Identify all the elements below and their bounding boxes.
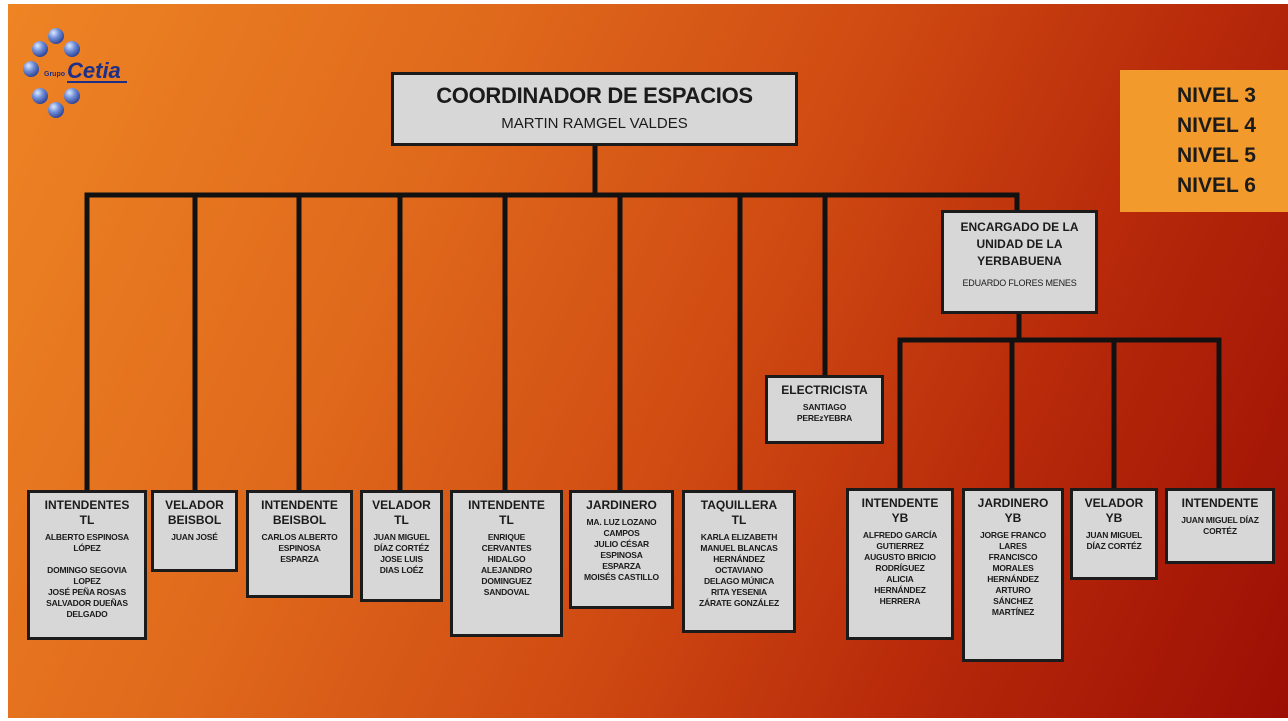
- box-velador-tl: VELADOR TL JUAN MIGUEL DÍAZ CORTÉZ JOSE …: [360, 490, 443, 602]
- box-name: JUAN MIGUEL DÍAZ CORTÉZ: [1181, 515, 1259, 536]
- box-name: JORGE FRANCO LARES FRANCISCO MORALES HER…: [979, 530, 1047, 617]
- box-name: KARLA ELIZABETH MANUEL BLANCAS HERNÁNDEZ…: [699, 532, 779, 608]
- level-label: NIVEL 6: [1177, 174, 1256, 197]
- box-title: VELADOR TL: [372, 498, 431, 527]
- box-intendente-right: INTENDENTE JUAN MIGUEL DÍAZ CORTÉZ: [1165, 488, 1275, 564]
- box-title: VELADOR YB: [1084, 496, 1144, 525]
- box-title: INTENDENTE BEISBOL: [261, 498, 338, 527]
- box-title: VELADOR BEISBOL: [165, 498, 224, 527]
- box-name: JUAN JOSÉ: [171, 532, 218, 542]
- box-electricista: ELECTRICISTA SANTIAGO PEREzYEBRA: [765, 375, 884, 444]
- box-name: JUAN MIGUEL DÍAZ CORTÉZ: [1085, 530, 1143, 551]
- level-label: NIVEL 5: [1177, 144, 1256, 167]
- box-title: INTENDENTE YB: [861, 496, 939, 525]
- box-name: EDUARDO FLORES MENES: [962, 278, 1077, 288]
- box-taquillera-tl: TAQUILLERA TL KARLA ELIZABETH MANUEL BLA…: [682, 490, 796, 633]
- box-name: MARTIN RAMGEL VALDES: [501, 115, 688, 132]
- box-name: ALFREDO GARCÍA GUTIERREZ AUGUSTO BRICIO …: [862, 530, 938, 606]
- box-coordinador-de-espacios: COORDINADOR DE ESPACIOS MARTIN RAMGEL VA…: [391, 72, 798, 146]
- logo-small-text: Grupo: [44, 71, 65, 78]
- level-label: NIVEL 3: [1177, 84, 1256, 107]
- grupo-cetia-logo: Grupo Cetia: [23, 28, 127, 118]
- box-title: INTENDENTE: [1181, 496, 1259, 510]
- box-jardinero: JARDINERO MA. LUZ LOZANO CAMPOS JULIO CÉ…: [569, 490, 674, 609]
- box-title: ELECTRICISTA: [781, 383, 868, 397]
- level-label: NIVEL 4: [1177, 114, 1256, 137]
- box-encargado-yerbabuena: ENCARGADO DE LA UNIDAD DE LA YERBABUENA …: [941, 210, 1098, 314]
- box-title: INTENDENTES TL: [44, 498, 130, 527]
- box-velador-beisbol: VELADOR BEISBOL JUAN JOSÉ: [151, 490, 238, 572]
- box-name: SANTIAGO PEREzYEBRA: [796, 402, 853, 423]
- box-intendentes-tl: INTENDENTES TL ALBERTO ESPINOSA LÓPEZ DO…: [27, 490, 147, 640]
- box-title: JARDINERO YB: [977, 496, 1049, 525]
- box-intendente-tl: INTENDENTE TL ENRIQUE CERVANTES HIDALGO …: [450, 490, 563, 637]
- box-name: ALBERTO ESPINOSA LÓPEZ DOMINGO SEGOVIA L…: [44, 532, 130, 619]
- levels-legend: NIVEL 3 NIVEL 4 NIVEL 5 NIVEL 6: [1120, 70, 1288, 212]
- box-title: TAQUILLERA TL: [700, 498, 778, 527]
- box-jardinero-yb: JARDINERO YB JORGE FRANCO LARES FRANCISC…: [962, 488, 1064, 662]
- box-intendente-beisbol: INTENDENTE BEISBOL CARLOS ALBERTO ESPINO…: [246, 490, 353, 598]
- box-title: JARDINERO: [586, 498, 657, 512]
- box-title: INTENDENTE TL: [468, 498, 545, 527]
- box-name: CARLOS ALBERTO ESPINOSA ESPARZA: [261, 532, 338, 564]
- box-title: COORDINADOR DE ESPACIOS: [436, 83, 753, 108]
- box-name: JUAN MIGUEL DÍAZ CORTÉZ JOSE LUIS DIAS L…: [373, 532, 430, 575]
- box-name: ENRIQUE CERVANTES HIDALGO ALEJANDRO DOMI…: [480, 532, 533, 597]
- logo-brand-text: Cetia: [67, 58, 121, 83]
- box-name: MA. LUZ LOZANO CAMPOS JULIO CÉSAR ESPINO…: [584, 517, 659, 582]
- box-velador-yb: VELADOR YB JUAN MIGUEL DÍAZ CORTÉZ: [1070, 488, 1158, 580]
- box-intendente-yb: INTENDENTE YB ALFREDO GARCÍA GUTIERREZ A…: [846, 488, 954, 640]
- box-title: ENCARGADO DE LA UNIDAD DE LA YERBABUENA: [960, 220, 1079, 268]
